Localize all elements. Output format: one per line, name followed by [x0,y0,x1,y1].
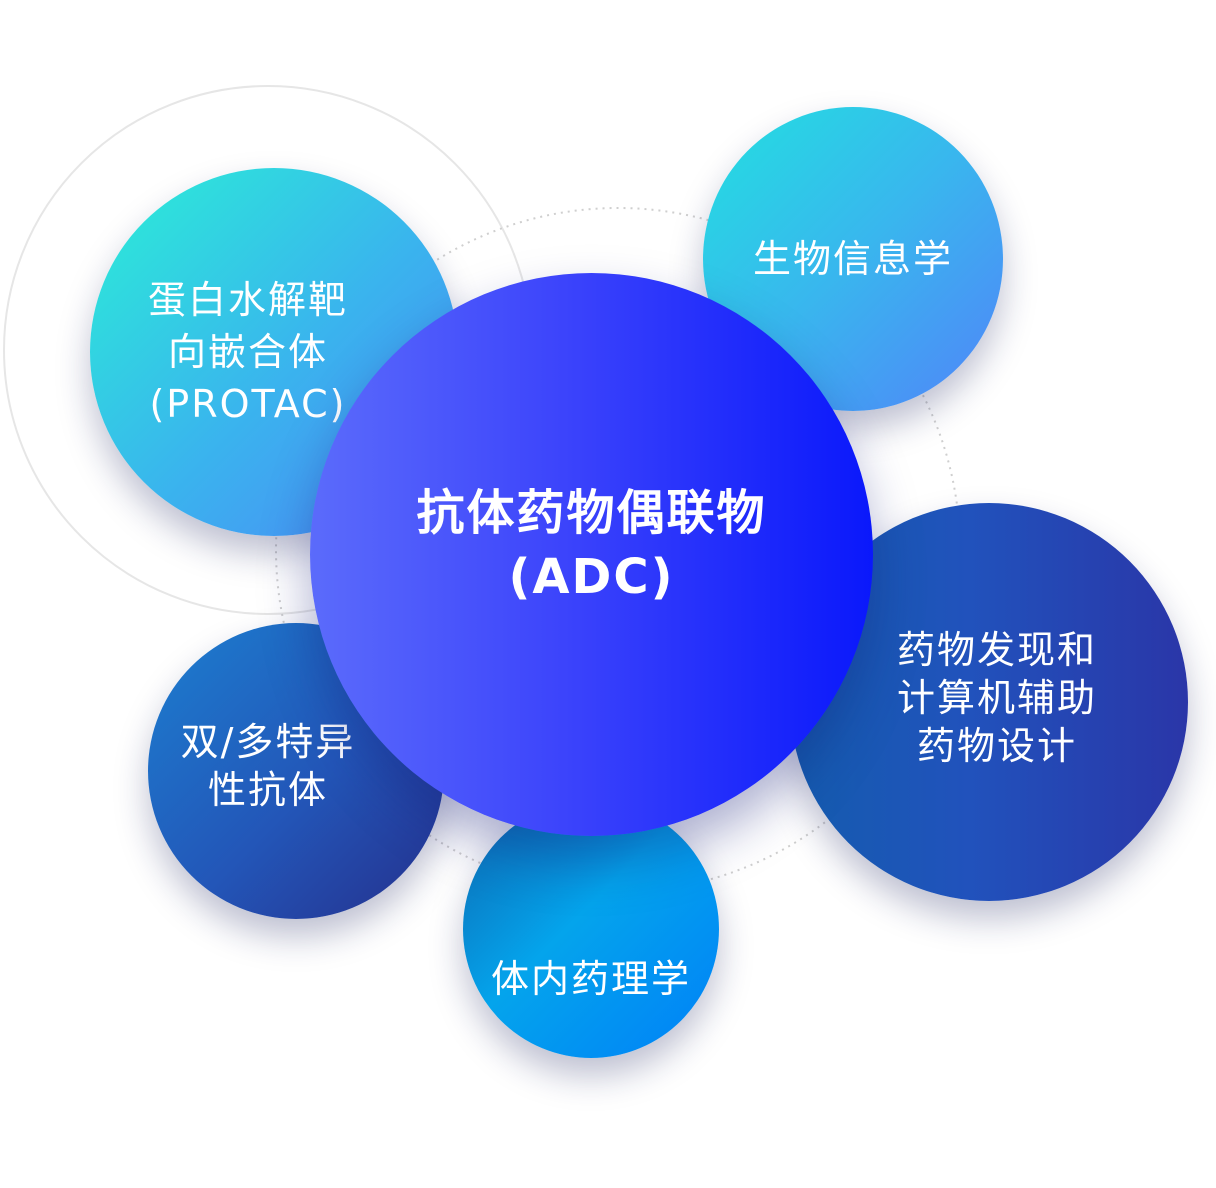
cadd-line-2: 计算机辅助 [896,676,1097,720]
cadd-label: 药物发现和 计算机辅助 药物设计 [897,626,1097,770]
protac-line-3: (PROTAC) [149,382,347,426]
bioinformatics-line-1: 生物信息学 [752,237,953,281]
cadd-line-3: 药物设计 [916,724,1077,768]
bispecific-label: 双/多特异 性抗体 [181,718,356,814]
adc-line-2: (ADC) [508,548,675,605]
bioinformatics-label: 生物信息学 [753,234,953,284]
bubble-in-vivo-pharmacology: 体内药理学 [463,800,719,1058]
protac-line-1: 蛋白水解靶 [147,278,348,322]
bubble-adc-center: 抗体药物偶联物 (ADC) [310,273,873,836]
adc-label: 抗体药物偶联物 (ADC) [416,481,766,609]
in-vivo-label: 体内药理学 [491,955,691,1003]
protac-line-2: 向嵌合体 [167,330,328,374]
bubble-bispecific-antibody: 双/多特异 性抗体 [148,623,444,919]
cadd-line-1: 药物发现和 [896,628,1097,672]
adc-line-1: 抗体药物偶联物 [416,484,767,541]
bispecific-line-1: 双/多特异 [180,720,356,764]
in-vivo-line-1: 体内药理学 [490,957,691,1001]
bispecific-line-2: 性抗体 [207,768,328,812]
protac-label: 蛋白水解靶 向嵌合体 (PROTAC) [148,274,348,430]
